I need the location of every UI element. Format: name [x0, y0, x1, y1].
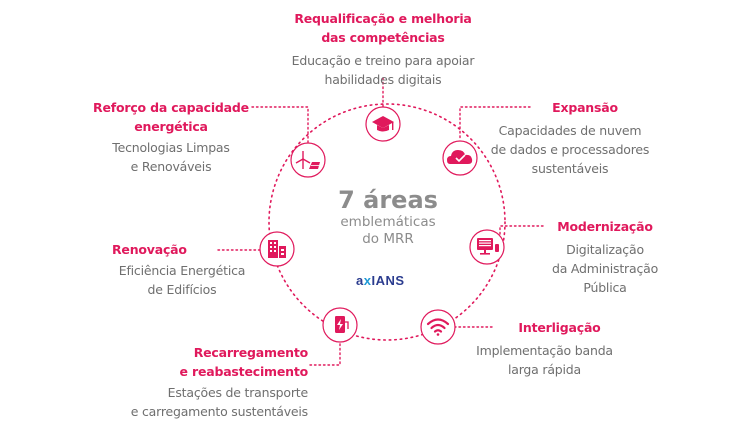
nodes — [259, 106, 505, 345]
area-desc-2: de dados e processadores — [490, 142, 650, 157]
wind-solar-icon — [295, 151, 320, 169]
center-title: 7 áreas — [338, 186, 438, 214]
graduation-cap-icon — [372, 116, 394, 132]
connector-modernizacao — [499, 225, 544, 241]
area-title: Renovação — [112, 242, 187, 257]
area-desc: Capacidades de nuvem — [498, 123, 642, 138]
building-icon — [268, 240, 286, 258]
area-title: Reforço da capacidade — [93, 100, 249, 115]
area-desc: Estações de transporte — [167, 385, 309, 400]
logo-part-x: x — [363, 273, 372, 288]
label-expansao: Expansão Capacidades de nuvem de dados e… — [480, 98, 660, 178]
ring — [268, 103, 506, 341]
node-requalificacao — [365, 106, 401, 142]
label-interligacao: Interligação Implementação banda larga r… — [462, 318, 627, 379]
connector-reforco — [251, 106, 309, 143]
logo-part-a: a — [356, 273, 364, 288]
area-desc-3: Pública — [583, 280, 627, 295]
area-desc: Educação e treino para apoiar — [291, 53, 475, 68]
area-desc-2: larga rápida — [507, 362, 582, 377]
area-title: Requalificação e melhoria — [294, 11, 472, 26]
node-modernizacao — [469, 229, 505, 265]
label-renovacao: Renovação Eficiência Energética de Edifí… — [98, 240, 266, 299]
connectors — [217, 77, 544, 366]
axians-logo: axIANS — [356, 273, 405, 288]
connector-recarregamento — [309, 336, 341, 366]
area-title: Interligação — [518, 320, 601, 335]
area-title-2: energética — [134, 119, 208, 134]
wifi-icon — [426, 318, 450, 336]
area-title: Recarregamento — [193, 345, 309, 360]
area-desc-2: habilidades digitais — [324, 72, 442, 87]
area-title: Modernização — [557, 219, 653, 234]
area-title: Expansão — [552, 100, 618, 115]
area-title-2: e reabastecimento — [179, 364, 309, 379]
node-expansao — [442, 140, 478, 176]
area-desc: Tecnologias Limpas — [112, 140, 230, 155]
area-desc-2: da Administração — [551, 261, 659, 276]
center-subtitle-2: do MRR — [362, 231, 414, 247]
node-renovacao — [259, 231, 295, 267]
area-desc: Eficiência Energética — [118, 263, 246, 278]
center-block: 7 áreas emblemáticas do MRR — [318, 186, 458, 248]
computer-icon — [477, 238, 499, 255]
connector-expansao — [459, 106, 531, 139]
area-title-2: das competências — [321, 30, 445, 45]
node-reforco — [290, 142, 326, 178]
area-desc-2: e Renováveis — [130, 159, 212, 174]
label-reforco: Reforço da capacidade energética Tecnolo… — [84, 98, 258, 176]
area-desc: Implementação banda — [476, 343, 613, 358]
label-recarregamento: Recarregamento e reabastecimento Estaçõe… — [120, 343, 308, 421]
node-recarregamento — [322, 307, 358, 343]
area-desc: Digitalização — [566, 242, 644, 257]
node-interligacao — [420, 309, 456, 345]
label-modernizacao: Modernização Digitalização da Administra… — [535, 217, 675, 297]
area-desc-3: sustentáveis — [531, 161, 609, 176]
charging-station-icon — [335, 316, 349, 333]
area-desc-2: e carregamento sustentáveis — [130, 404, 308, 419]
area-desc-2: de Edifícios — [147, 282, 217, 297]
label-requalificacao: Requalificação e melhoria das competênci… — [253, 9, 513, 89]
center-subtitle-1: emblemáticas — [340, 214, 436, 230]
cloud-check-icon — [447, 150, 473, 164]
logo-part-rest: IANS — [371, 273, 405, 288]
